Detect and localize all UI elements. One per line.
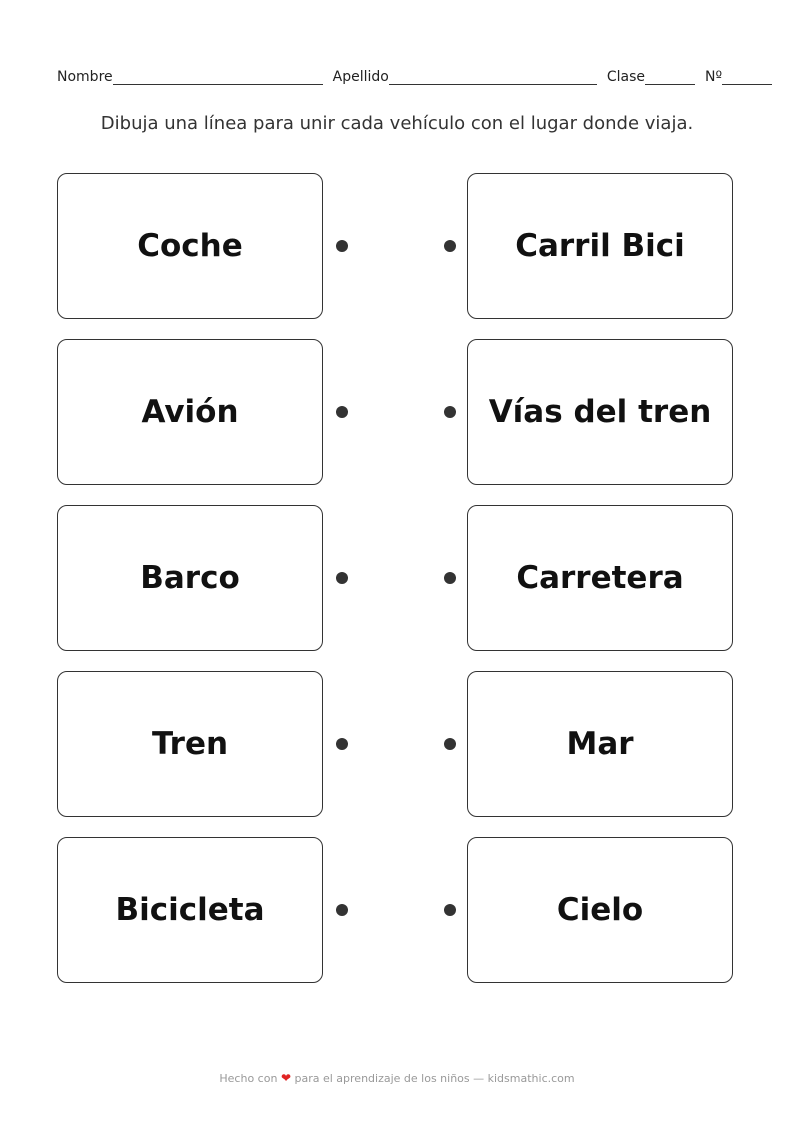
name-label: Nombre	[57, 69, 113, 85]
left-connector-dot[interactable]	[336, 406, 348, 418]
left-connector-dot[interactable]	[336, 572, 348, 584]
footer-text-before: Hecho con	[219, 1072, 278, 1085]
left-connector-dot[interactable]	[336, 904, 348, 916]
instruction-text: Dibuja una línea para unir cada vehículo…	[100, 113, 694, 134]
vehicle-card: Coche	[57, 173, 323, 319]
footer-text-after: para el aprendizaje de los niños — kidsm…	[294, 1072, 575, 1085]
place-card: Carretera	[467, 505, 733, 651]
vehicle-card: Barco	[57, 505, 323, 651]
left-connector-dot[interactable]	[336, 738, 348, 750]
place-card: Mar	[467, 671, 733, 817]
right-connector-dot[interactable]	[444, 240, 456, 252]
left-connector-dot[interactable]	[336, 240, 348, 252]
place-card: Carril Bici	[467, 173, 733, 319]
vehicle-card: Tren	[57, 671, 323, 817]
vehicle-card: Bicicleta	[57, 837, 323, 983]
student-info-header: Nombre Apellido Clase Nº	[57, 69, 777, 85]
surname-label: Apellido	[332, 69, 389, 85]
place-card: Cielo	[467, 837, 733, 983]
heart-icon: ❤	[280, 1071, 291, 1085]
vehicle-card: Avión	[57, 339, 323, 485]
number-label: Nº	[704, 69, 723, 85]
right-connector-dot[interactable]	[444, 572, 456, 584]
number-field[interactable]	[722, 70, 773, 85]
footer: Hecho con ❤ para el aprendizaje de los n…	[0, 1071, 794, 1085]
place-card: Vías del tren	[467, 339, 733, 485]
name-field[interactable]	[112, 70, 323, 85]
class-label: Clase	[606, 69, 645, 85]
right-connector-dot[interactable]	[444, 406, 456, 418]
class-field[interactable]	[644, 70, 695, 85]
right-connector-dot[interactable]	[444, 904, 456, 916]
right-connector-dot[interactable]	[444, 738, 456, 750]
surname-field[interactable]	[388, 70, 597, 85]
